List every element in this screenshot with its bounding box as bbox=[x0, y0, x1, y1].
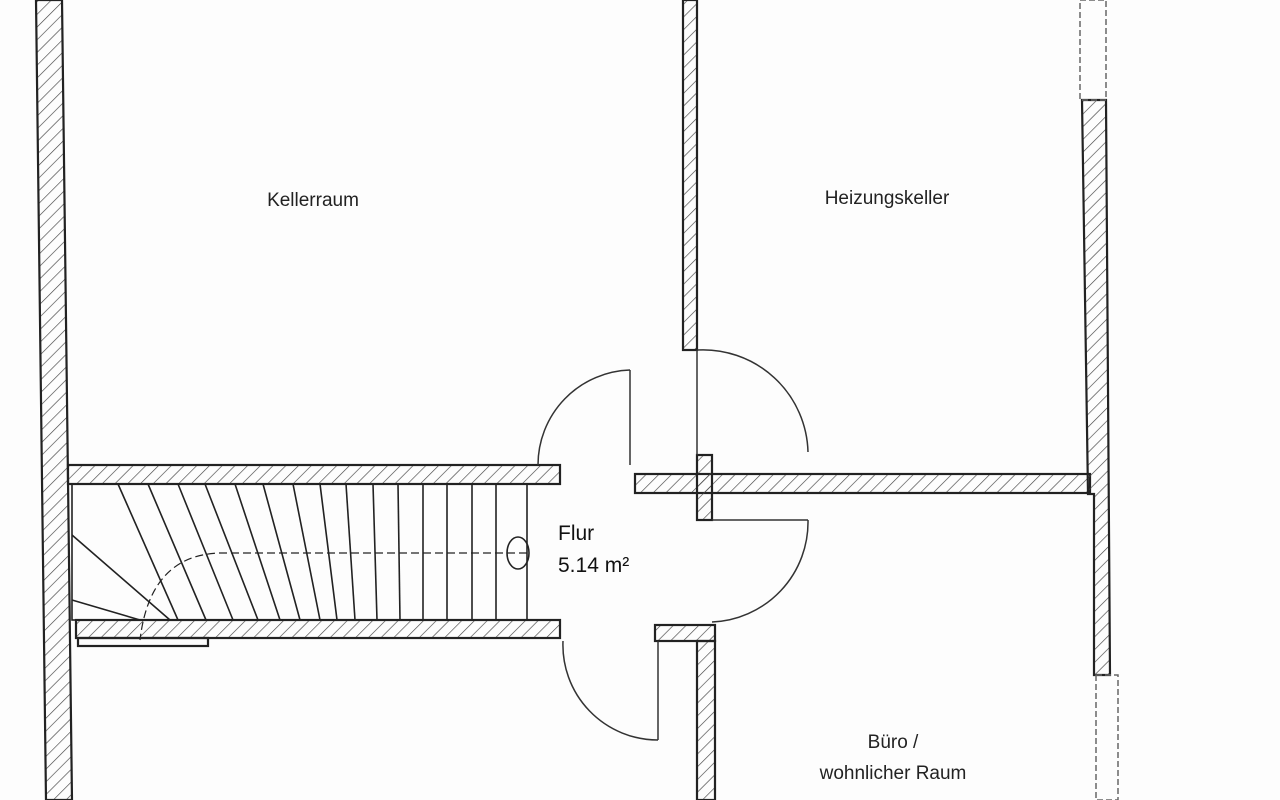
wall-junction bbox=[695, 453, 714, 522]
wall-stair-stub bbox=[76, 636, 210, 648]
outer-wall-right bbox=[1080, 98, 1112, 677]
flur-name: Flur bbox=[558, 522, 595, 545]
flur-area: 5.14 m² bbox=[558, 554, 630, 577]
door-heizungskeller bbox=[696, 349, 809, 455]
stair-start-circle bbox=[506, 536, 530, 570]
window-bottom-right bbox=[1095, 674, 1119, 800]
buero-line1: Büro / bbox=[867, 732, 919, 753]
doors bbox=[537, 349, 809, 741]
windows bbox=[1079, 0, 1119, 800]
stair-enclosure bbox=[71, 483, 528, 621]
room-label-flur: Flur 5.14 m² bbox=[558, 518, 629, 582]
door-lower-room bbox=[562, 640, 659, 741]
wall-kellerraum-bottom bbox=[66, 463, 562, 486]
room-label-buero: Büro / wohnlicher Raum bbox=[820, 727, 967, 789]
staircase bbox=[71, 483, 530, 641]
room-label-kellerraum: Kellerraum bbox=[267, 190, 359, 211]
stair-walkline bbox=[139, 552, 527, 641]
door-kellerraum bbox=[537, 369, 631, 466]
outer-wall-left bbox=[34, 0, 74, 800]
wall-stair-bottom bbox=[74, 618, 562, 640]
wall-flur-bottom bbox=[653, 623, 717, 643]
wall-middle-vertical bbox=[681, 0, 699, 352]
door-buero bbox=[711, 519, 809, 623]
wall-buero-left bbox=[695, 639, 717, 800]
room-label-heizungskeller: Heizungskeller bbox=[824, 188, 950, 209]
window-top-right bbox=[1079, 0, 1107, 101]
buero-line2: wohnlicher Raum bbox=[819, 763, 967, 784]
